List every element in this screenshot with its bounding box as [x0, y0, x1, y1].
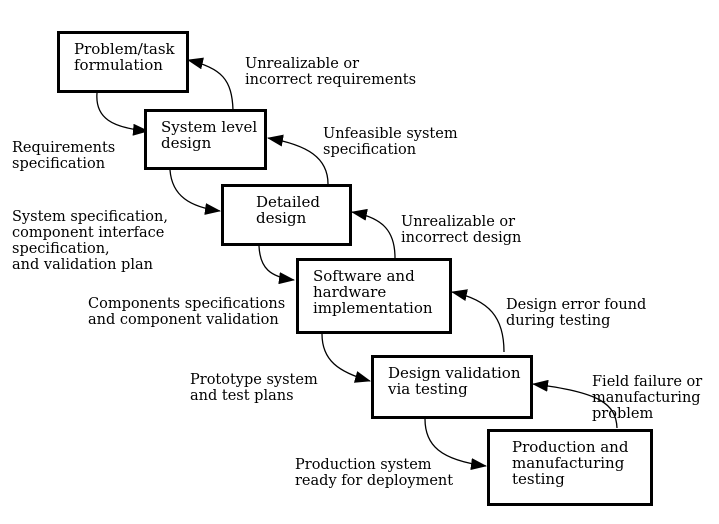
label-unrealizable-requirements: Unrealizable or incorrect requirements	[245, 56, 417, 88]
stage-detailed-design: Detailed design	[221, 184, 352, 246]
forward-arrow-4	[321, 333, 371, 383]
stage-system-level-design: System level design	[144, 109, 267, 170]
label-field-failure: Field failure or manufacturing problem	[592, 374, 703, 422]
label-system-specification: System specification, component interfac…	[12, 209, 168, 273]
feedback-arrow-3	[351, 208, 396, 259]
label-components-specifications: Components specifications and component …	[88, 296, 286, 328]
forward-arrow-1	[96, 92, 149, 136]
label-design-error: Design error found during testing	[506, 297, 647, 329]
label-prototype-system: Prototype system and test plans	[190, 372, 318, 404]
forward-arrow-5	[424, 418, 487, 471]
feedback-arrow-2	[267, 134, 329, 185]
label-production-system: Production system ready for deployment	[295, 457, 454, 489]
feedback-arrow-4	[451, 289, 505, 353]
label-unrealizable-design: Unrealizable or incorrect design	[401, 214, 522, 246]
label-unfeasible-specification: Unfeasible system specification	[323, 126, 458, 158]
feedback-arrow-1	[187, 57, 234, 111]
forward-arrow-2	[169, 169, 221, 215]
label-requirements-specification: Requirements specification	[12, 140, 116, 172]
forward-arrow-3	[258, 245, 295, 285]
feedback-arrow-5	[532, 379, 618, 429]
stage-implementation: Software and hardware implementation	[296, 258, 452, 334]
stage-production-testing: Production and manufacturing testing	[487, 429, 653, 506]
stage-design-validation: Design validation via testing	[371, 355, 533, 419]
stage-problem-formulation: Problem/task formulation	[57, 31, 189, 93]
